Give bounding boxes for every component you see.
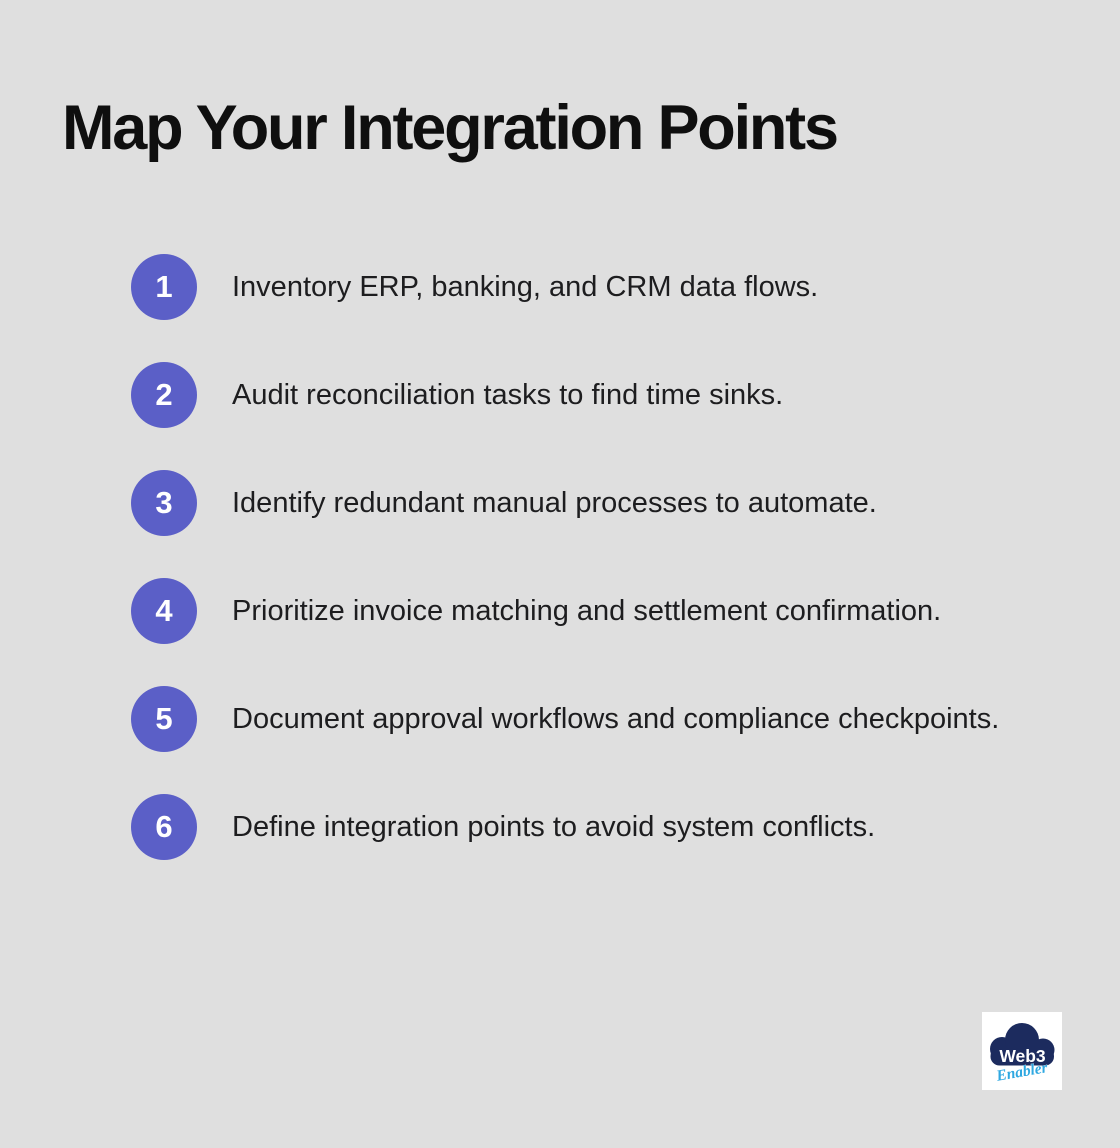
list-item: 4 Prioritize invoice matching and settle… [131,578,1058,645]
cloud-shape [990,1023,1055,1066]
step-text: Inventory ERP, banking, and CRM data flo… [232,270,819,303]
step-number: 3 [155,485,173,521]
list-item: 5 Document approval workflows and compli… [131,686,1058,753]
step-text: Define integration points to avoid syste… [232,810,876,843]
step-number-badge: 5 [131,686,197,753]
step-text: Identify redundant manual processes to a… [232,486,877,519]
step-number-badge: 1 [131,254,197,321]
step-text: Document approval workflows and complian… [232,702,1000,735]
step-number: 4 [155,593,173,629]
step-number-badge: 2 [131,362,197,429]
steps-list: 1 Inventory ERP, banking, and CRM data f… [131,254,1058,861]
list-item: 2 Audit reconciliation tasks to find tim… [131,362,1058,429]
list-item: 6 Define integration points to avoid sys… [131,794,1058,861]
page-title: Map Your Integration Points [62,93,839,163]
list-item: 3 Identify redundant manual processes to… [131,470,1058,537]
step-number: 1 [155,269,173,305]
step-number-badge: 3 [131,470,197,537]
step-number-badge: 6 [131,794,197,861]
step-number-badge: 4 [131,578,197,645]
step-text: Prioritize invoice matching and settleme… [232,594,942,627]
web3-enabler-logo: Web3 Enabler [982,1012,1062,1090]
step-text: Audit reconciliation tasks to find time … [232,378,784,411]
cloud-logo-icon: Web3 Enabler [990,1023,1055,1085]
infographic-content: Map Your Integration Points 1 Inventory … [62,93,1058,861]
step-number: 5 [155,701,173,737]
step-number: 6 [155,809,173,845]
list-item: 1 Inventory ERP, banking, and CRM data f… [131,254,1058,321]
logo-text-web3: Web3 [999,1046,1046,1066]
step-number: 2 [155,377,173,413]
